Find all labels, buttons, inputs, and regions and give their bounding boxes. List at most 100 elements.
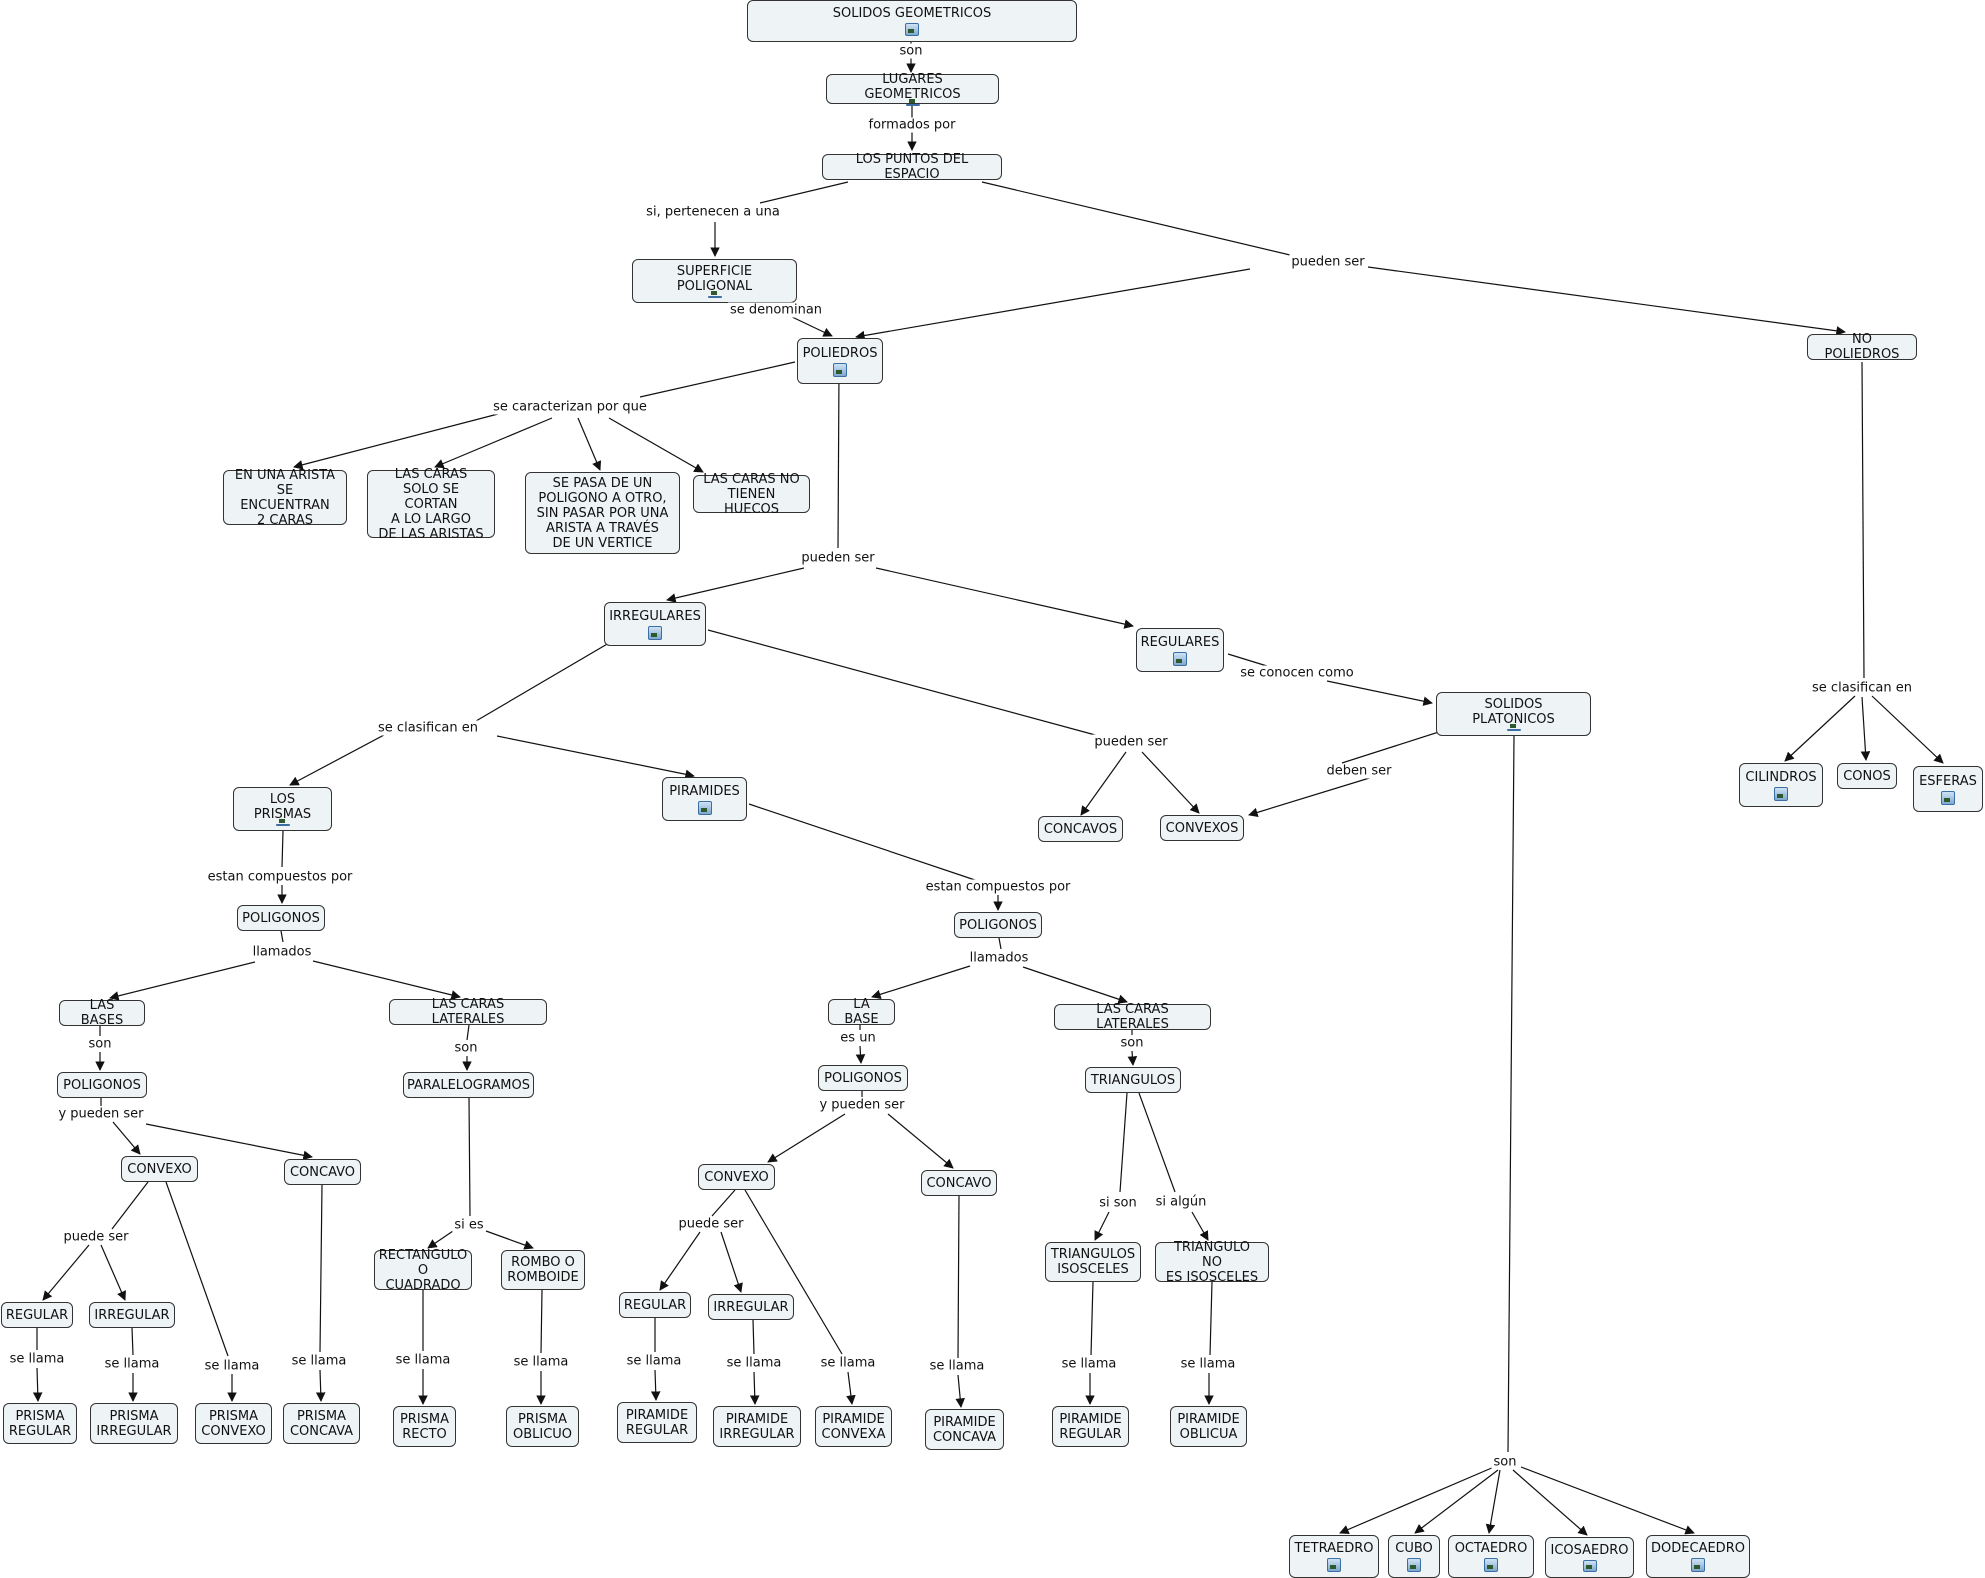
concept-node-pi-concava[interactable]: PIRAMIDE CONCAVA xyxy=(925,1409,1004,1450)
concept-label: CONVEXOS xyxy=(1165,820,1239,836)
image-icon[interactable] xyxy=(905,99,920,106)
document-icon[interactable] xyxy=(707,291,722,298)
concept-node-arista[interactable]: EN UNA ARISTA SE ENCUENTRAN 2 CARAS xyxy=(223,468,347,528)
concept-node-rombo[interactable]: ROMBO O ROMBOIDE xyxy=(501,1250,585,1290)
concept-node-huecos[interactable]: LAS CARAS NO TIENEN HUECOS xyxy=(693,472,810,517)
concept-node-conos[interactable]: CONOS xyxy=(1837,763,1897,789)
concept-node-irregular-r[interactable]: IRREGULAR xyxy=(708,1294,794,1320)
concept-node-pol-r2[interactable]: POLIGONOS xyxy=(818,1065,908,1091)
image-icon[interactable] xyxy=(1407,1558,1421,1572)
concept-node-pol-l2[interactable]: POLIGONOS xyxy=(57,1072,147,1098)
concept-node-pi-regular2[interactable]: PIRAMIDE REGULAR xyxy=(1052,1406,1129,1447)
linking-phrase: son xyxy=(897,43,925,59)
concept-node-base[interactable]: LA BASE xyxy=(828,997,895,1027)
concept-node-bases[interactable]: LAS BASES xyxy=(59,998,145,1028)
concept-label: CONVEXO xyxy=(704,1169,769,1185)
concept-node-cubo[interactable]: CUBO xyxy=(1388,1535,1440,1578)
concept-node-platonicos[interactable]: SOLIDOS PLATONICOS xyxy=(1436,692,1591,736)
concept-node-concavo-r[interactable]: CONCAVO xyxy=(921,1170,997,1196)
network-icon[interactable] xyxy=(1506,724,1521,731)
concept-node-convexo-l[interactable]: CONVEXO xyxy=(121,1156,198,1182)
concept-node-superficie[interactable]: SUPERFICIE POLIGONAL xyxy=(632,259,797,303)
concept-node-pi-regular[interactable]: PIRAMIDE REGULAR xyxy=(617,1402,697,1443)
concept-node-lat-l[interactable]: LAS CARAS LATERALES xyxy=(389,997,547,1027)
concept-node-noiso[interactable]: TRIANGULO NO ES ISOSCELES xyxy=(1155,1240,1269,1285)
concept-node-pi-convexa[interactable]: PIRAMIDE CONVEXA xyxy=(815,1406,892,1447)
concept-node-rectangulo[interactable]: RECTANGULO O CUADRADO xyxy=(374,1248,472,1293)
linking-phrase: se llama xyxy=(1178,1356,1238,1372)
concept-node-p-convexo[interactable]: PRISMA CONVEXO xyxy=(195,1403,272,1444)
linking-phrase: y pueden ser xyxy=(56,1106,146,1122)
concept-label: CONCAVOS xyxy=(1043,821,1118,837)
image-icon[interactable] xyxy=(648,625,662,640)
concept-node-tetraedro[interactable]: TETRAEDRO xyxy=(1289,1535,1379,1578)
concept-node-lat-r[interactable]: LAS CARAS LATERALES xyxy=(1054,1002,1211,1032)
concept-node-piramides[interactable]: PIRAMIDES xyxy=(662,777,747,821)
image-icon[interactable] xyxy=(1582,1560,1597,1572)
concept-node-puntos[interactable]: LOS PUNTOS DEL ESPACIO xyxy=(822,152,1002,182)
concept-label: SE PASA DE UN POLIGONO A OTRO, SIN PASAR… xyxy=(536,475,669,551)
concept-node-p-irregular[interactable]: PRISMA IRREGULAR xyxy=(90,1403,178,1444)
linking-phrase: si algún xyxy=(1153,1194,1209,1210)
image-icon[interactable] xyxy=(697,800,712,815)
concept-node-dodecaedro[interactable]: DODECAEDRO xyxy=(1646,1535,1750,1578)
connector-line xyxy=(427,1230,454,1249)
image-icon[interactable] xyxy=(1484,1558,1498,1572)
concept-node-convexo-r[interactable]: CONVEXO xyxy=(698,1164,775,1190)
concept-node-solidos[interactable]: SOLIDOS GEOMETRICOS xyxy=(747,0,1077,42)
image-icon[interactable] xyxy=(1941,790,1955,805)
image-icon[interactable] xyxy=(1691,1558,1705,1572)
concept-label: PIRAMIDE CONVEXA xyxy=(821,1411,886,1442)
image-icon[interactable] xyxy=(1327,1558,1341,1572)
connector-line xyxy=(1861,361,1865,679)
connector-line xyxy=(1871,695,1944,764)
concept-node-regulares[interactable]: REGULARES xyxy=(1136,628,1224,672)
concept-label: LOS PRISMAS xyxy=(253,792,312,822)
concept-node-regular-l[interactable]: REGULAR xyxy=(1,1302,73,1328)
concept-node-pol-l[interactable]: POLIGONOS xyxy=(237,905,325,931)
connector-line xyxy=(485,1230,534,1250)
linking-phrase: pueden ser xyxy=(1092,734,1170,750)
image-icon[interactable] xyxy=(1774,786,1788,801)
linking-phrase: se clasifican en xyxy=(376,720,480,736)
concept-node-p-concava[interactable]: PRISMA CONCAVA xyxy=(283,1403,360,1444)
concept-node-cilindros[interactable]: CILINDROS xyxy=(1739,763,1823,807)
concept-node-lugares[interactable]: LUGARES GEOMETRICOS xyxy=(826,72,999,106)
linking-phrase: se llama xyxy=(511,1354,571,1370)
concept-node-p-oblicuo[interactable]: PRISMA OBLICUO xyxy=(506,1406,579,1447)
concept-node-poliedros[interactable]: POLIEDROS xyxy=(797,338,883,384)
concept-label: PIRAMIDE REGULAR xyxy=(625,1407,689,1438)
document-icon[interactable] xyxy=(833,362,847,377)
concept-node-pol-r[interactable]: POLIGONOS xyxy=(954,912,1042,938)
concept-node-triangulos[interactable]: TRIANGULOS xyxy=(1085,1067,1181,1093)
concept-node-pi-irregular[interactable]: PIRAMIDE IRREGULAR xyxy=(713,1406,801,1447)
concept-node-convexos[interactable]: CONVEXOS xyxy=(1160,815,1244,841)
concept-node-p-regular[interactable]: PRISMA REGULAR xyxy=(3,1403,77,1444)
concept-node-caras-cortan[interactable]: LAS CARAS SOLO SE CORTAN A LO LARGO DE L… xyxy=(367,467,495,542)
connector-line xyxy=(145,1123,313,1161)
concept-node-esferas[interactable]: ESFERAS xyxy=(1913,766,1983,812)
concept-node-regular-r[interactable]: REGULAR xyxy=(619,1292,691,1318)
linking-phrase: son xyxy=(1118,1035,1146,1051)
concept-node-octaedro[interactable]: OCTAEDRO xyxy=(1448,1535,1534,1578)
image-icon[interactable] xyxy=(275,819,290,826)
concept-node-icosaedro[interactable]: ICOSAEDRO xyxy=(1545,1537,1634,1578)
concept-node-nopoliedros[interactable]: NO POLIEDROS xyxy=(1807,332,1917,362)
concept-node-isosceles[interactable]: TRIANGULOS ISOSCELES xyxy=(1045,1242,1141,1282)
concept-node-irregulares[interactable]: IRREGULARES xyxy=(604,602,706,646)
concept-node-irregular-l[interactable]: IRREGULAR xyxy=(89,1302,175,1328)
concept-node-pi-oblicua[interactable]: PIRAMIDE OBLICUA xyxy=(1170,1406,1247,1447)
image-icon[interactable] xyxy=(1173,651,1187,666)
concept-node-prismas[interactable]: LOS PRISMAS xyxy=(233,787,332,831)
concept-node-paralelo[interactable]: PARALELOGRAMOS xyxy=(403,1072,534,1098)
concept-node-concavos[interactable]: CONCAVOS xyxy=(1038,816,1123,842)
connector-line xyxy=(475,632,627,722)
concept-node-p-recto[interactable]: PRISMA RECTO xyxy=(393,1406,456,1447)
linking-phrase: se llama xyxy=(1059,1356,1119,1372)
concept-node-pasa[interactable]: SE PASA DE UN POLIGONO A OTRO, SIN PASAR… xyxy=(525,472,680,554)
linking-phrase: llamados xyxy=(967,950,1031,966)
concept-node-concavo-l[interactable]: CONCAVO xyxy=(284,1159,361,1185)
linking-phrase: llamados xyxy=(250,944,314,960)
connector-line xyxy=(1485,1469,1501,1534)
image-icon[interactable] xyxy=(905,23,919,36)
